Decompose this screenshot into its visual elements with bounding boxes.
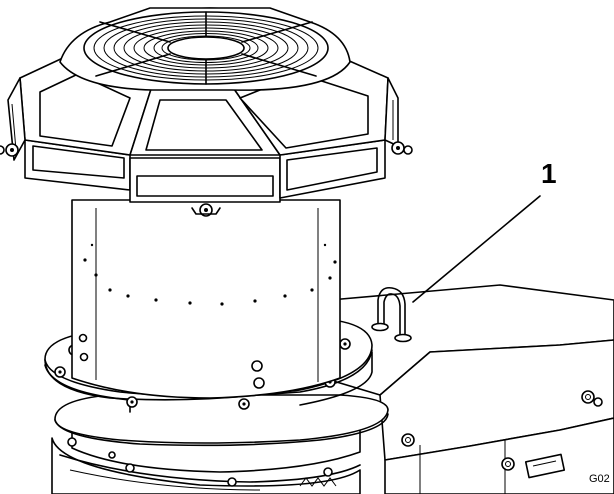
figure-code: G02 [589, 473, 610, 485]
shroud-bolts [0, 141, 413, 217]
lifting-handle [371, 286, 412, 343]
callout-leader-line [412, 195, 541, 303]
vent-holes [83, 243, 337, 306]
callout-label: 1 [541, 158, 557, 189]
flange-bolts-lower [67, 437, 333, 487]
side-housing [329, 284, 614, 494]
fan-grille [83, 11, 329, 85]
main-cylinder [71, 199, 341, 399]
lower-housing [51, 394, 389, 494]
